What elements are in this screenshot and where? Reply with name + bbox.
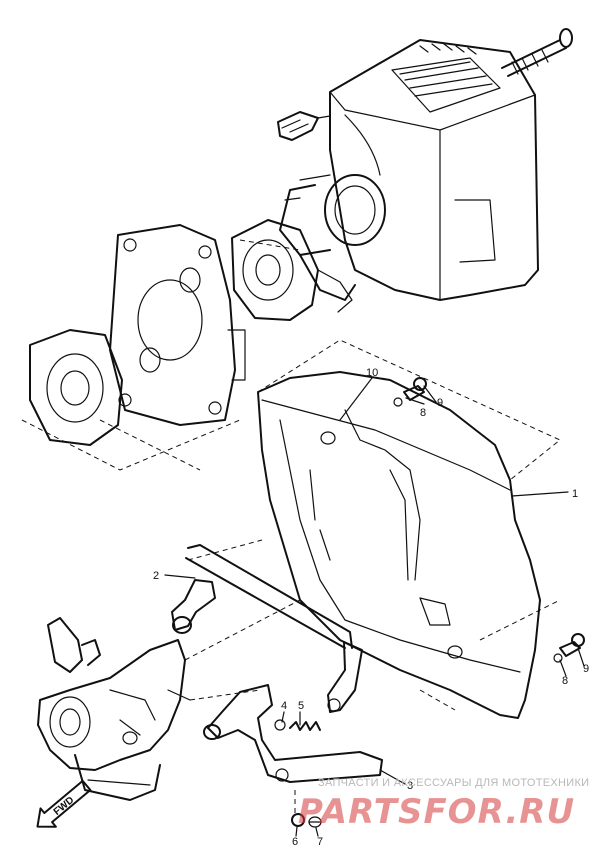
housing-clip-icon <box>277 111 331 141</box>
callout-4: 4 <box>281 700 287 712</box>
gasket-plate <box>29 329 123 446</box>
callout-2: 2 <box>153 570 159 582</box>
alignment-lines-middle <box>257 339 561 711</box>
throttle-link-rod <box>171 539 363 713</box>
alignment-lines-lower <box>184 599 301 815</box>
callout-9-right: 9 <box>583 663 589 675</box>
watermark-brand: PARTSFOR.RU <box>298 792 575 832</box>
callout-3: 3 <box>407 780 413 792</box>
callout-10: 10 <box>366 367 378 379</box>
bolt-right-icon <box>553 633 585 663</box>
watermark-caption: ЗАПЧАСТИ И АКСЕССУАРЫ ДЛЯ МОТОТЕХНИКИ <box>318 777 589 789</box>
alignment-lines-upper <box>21 239 301 471</box>
top-screw-icon <box>501 28 573 77</box>
callout-8-top: 8 <box>420 407 426 419</box>
callout-1: 1 <box>572 488 578 500</box>
callout-7: 7 <box>317 836 323 848</box>
leader-lines <box>164 377 585 837</box>
bolt-top-icon <box>393 377 427 407</box>
reed-valve-plate <box>109 224 246 426</box>
bolt-bottom-icon <box>291 813 322 828</box>
lower-bracket <box>203 684 383 783</box>
callout-8-right: 8 <box>562 675 568 687</box>
callout-5: 5 <box>298 700 304 712</box>
main-cover <box>257 371 541 719</box>
air-cleaner-housing <box>329 39 539 301</box>
carburetor <box>37 617 191 801</box>
return-spring-icon <box>274 719 321 731</box>
intake-manifold <box>231 219 353 321</box>
callout-6: 6 <box>292 836 298 848</box>
intake-boot <box>279 174 386 301</box>
fwd-label: FWD <box>52 795 77 818</box>
callout-9-top: 9 <box>437 397 443 409</box>
